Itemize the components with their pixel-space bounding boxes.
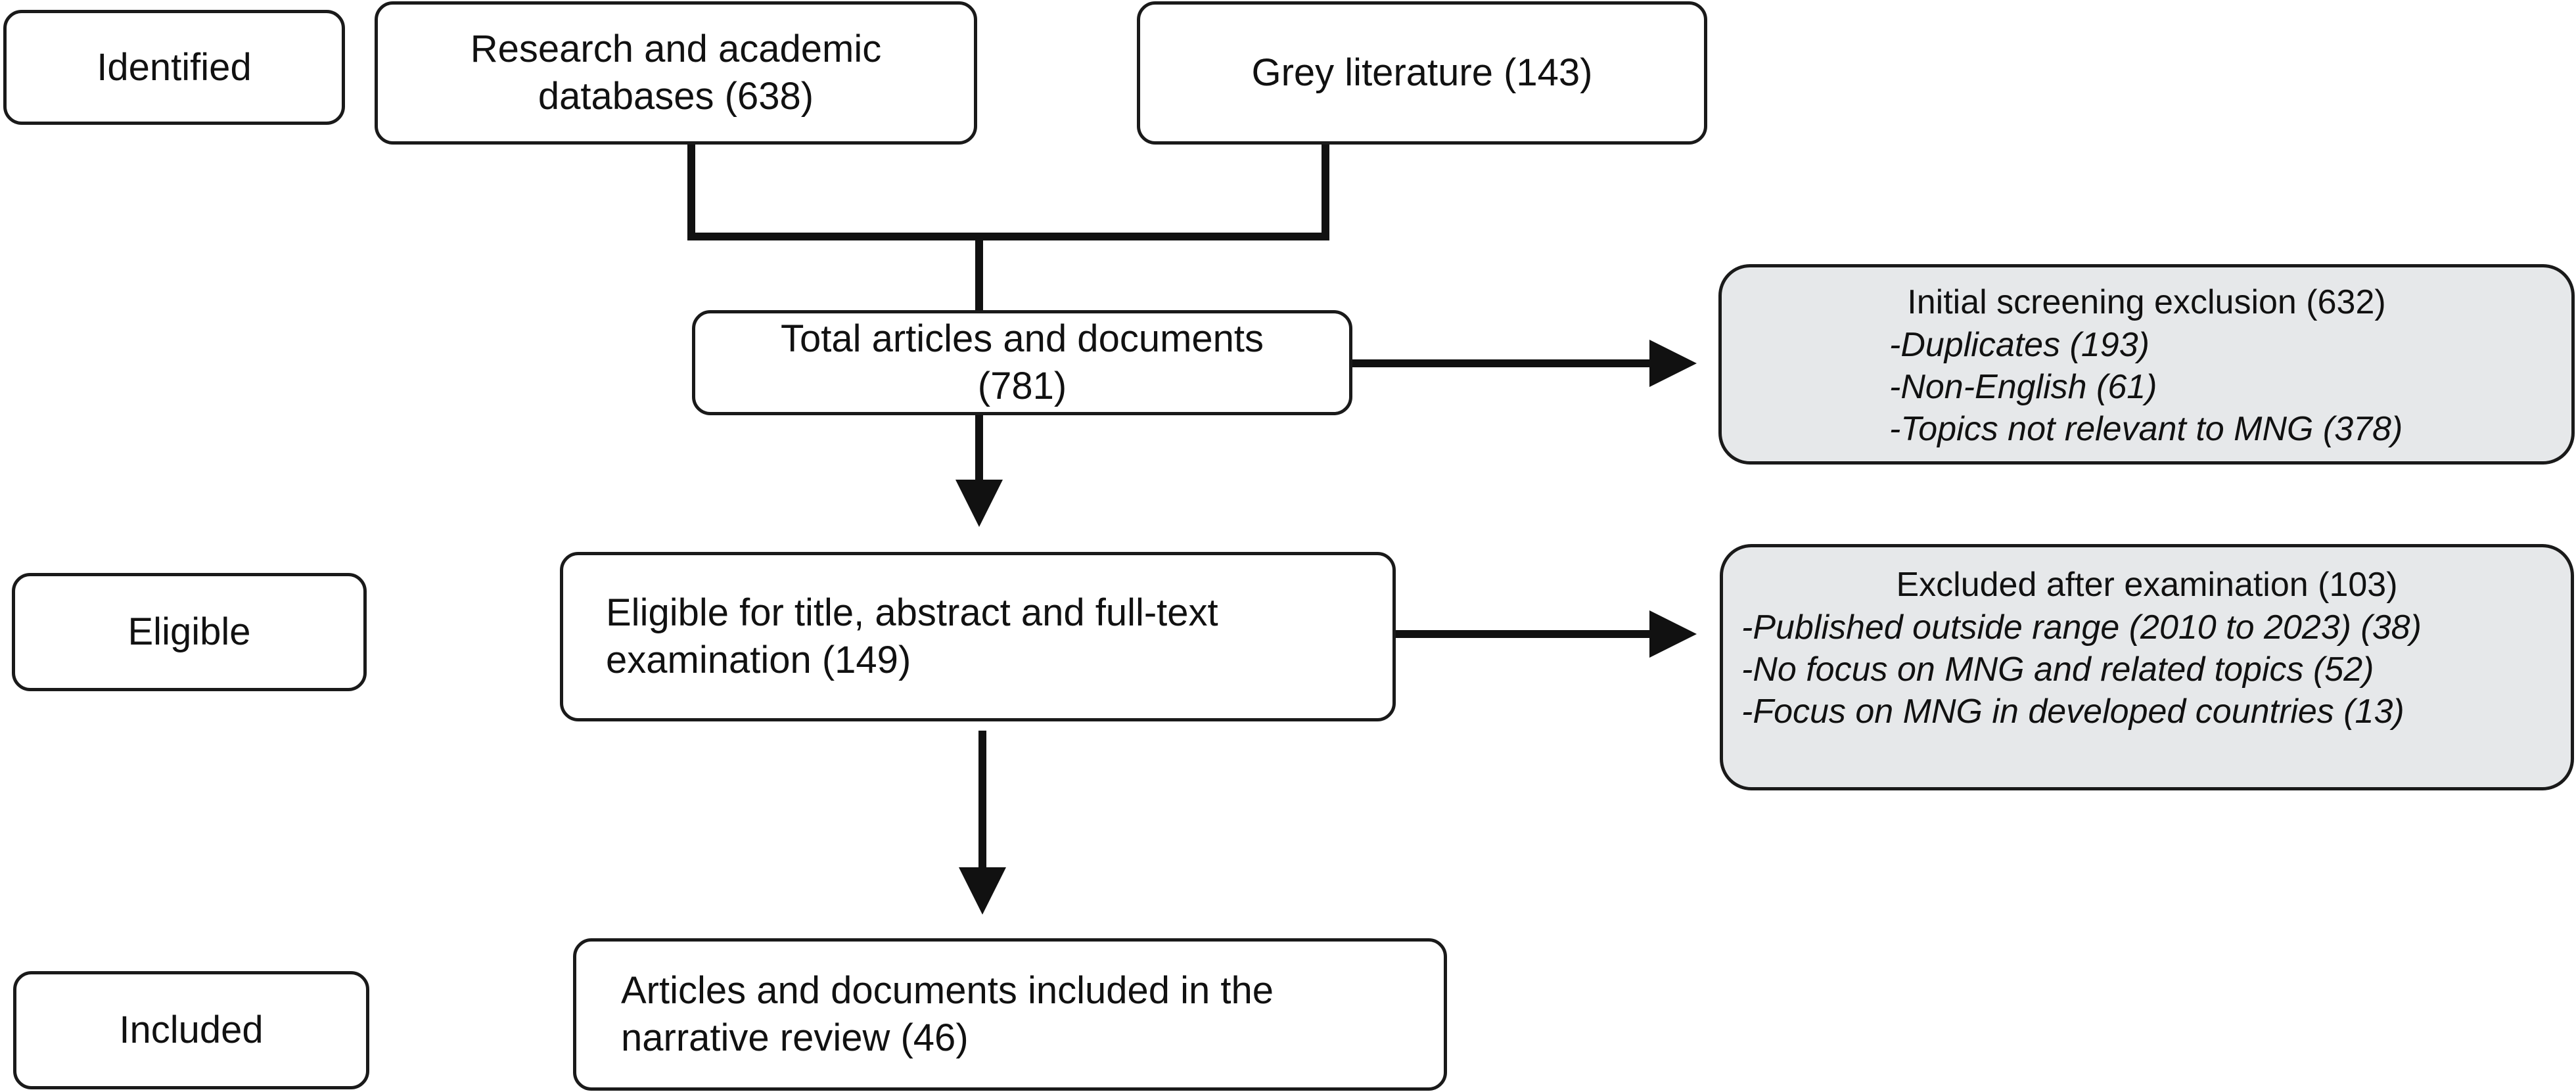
grey-literature-box: Grey literature (143) bbox=[1137, 1, 1707, 145]
stage-included-label: Included bbox=[119, 1009, 264, 1051]
grey-literature-label: Grey literature (143) bbox=[1251, 51, 1593, 94]
total-articles-line1: Total articles and documents bbox=[780, 317, 1264, 360]
included-review-line1: Articles and documents included in the bbox=[621, 969, 1274, 1012]
initial-screening-exclusion-box: Initial screening exclusion (632) -Dupli… bbox=[1718, 264, 2575, 465]
initial-exclusion-non-english: -Non-English (61) bbox=[1889, 368, 2157, 406]
research-databases-line2: databases (638) bbox=[538, 75, 814, 118]
research-databases-box: Research and academic databases (638) bbox=[375, 1, 977, 145]
eligible-examination-line1: Eligible for title, abstract and full-te… bbox=[606, 591, 1218, 634]
total-articles-box: Total articles and documents (781) bbox=[692, 310, 1352, 415]
examination-exclusion-title: Excluded after examination (103) bbox=[1896, 566, 2398, 604]
stage-eligible: Eligible bbox=[12, 573, 367, 691]
examination-exclusion-developed-countries: -Focus on MNG in developed countries (13… bbox=[1741, 693, 2404, 731]
eligible-examination-line2: examination (149) bbox=[606, 639, 911, 681]
total-articles-line2: (781) bbox=[977, 365, 1067, 407]
initial-exclusion-title: Initial screening exclusion (632) bbox=[1907, 283, 2386, 321]
initial-exclusion-not-relevant: -Topics not relevant to MNG (378) bbox=[1889, 410, 2403, 448]
stage-eligible-label: Eligible bbox=[127, 610, 251, 653]
stage-identified-label: Identified bbox=[97, 45, 252, 89]
merge-connector bbox=[687, 143, 1329, 240]
examination-exclusion-box: Excluded after examination (103) -Publis… bbox=[1720, 544, 2574, 790]
stage-identified: Identified bbox=[3, 10, 345, 125]
stage-included: Included bbox=[13, 971, 369, 1089]
research-databases-line1: Research and academic bbox=[470, 28, 882, 70]
examination-exclusion-no-focus: -No focus on MNG and related topics (52) bbox=[1741, 650, 2374, 689]
initial-exclusion-duplicates: -Duplicates (193) bbox=[1889, 326, 2150, 364]
eligible-examination-box: Eligible for title, abstract and full-te… bbox=[560, 552, 1396, 721]
examination-exclusion-out-of-range: -Published outside range (2010 to 2023) … bbox=[1741, 608, 2422, 647]
included-review-box: Articles and documents included in the n… bbox=[573, 938, 1447, 1091]
included-review-line2: narrative review (46) bbox=[621, 1016, 969, 1059]
